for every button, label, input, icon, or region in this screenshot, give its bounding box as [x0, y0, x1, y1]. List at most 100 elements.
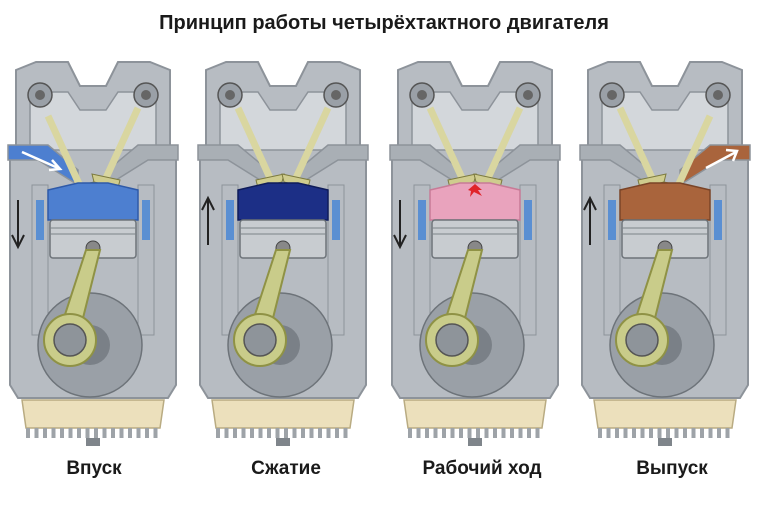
sump-fin — [433, 428, 438, 438]
exhaust-valve-stem — [674, 114, 714, 188]
camshaft-hub — [713, 90, 723, 100]
flow-arrowhead-icon — [48, 159, 63, 172]
drain-plug — [468, 438, 482, 446]
crank-pin — [243, 323, 277, 357]
sump-fin — [476, 428, 480, 438]
sump-fin — [233, 428, 237, 438]
oil-sump — [403, 399, 547, 429]
sump-fin — [68, 428, 73, 438]
drain-plug — [658, 438, 672, 446]
sump-fin — [26, 428, 30, 438]
camshaft-hub — [417, 90, 427, 100]
oil-sump — [21, 399, 165, 429]
exhaust-valve-stem — [484, 106, 524, 180]
sump-fin — [535, 428, 540, 438]
camshaft-hub — [523, 90, 533, 100]
coolant-jacket-left — [226, 200, 234, 240]
sump-fin — [343, 428, 348, 438]
sump-fin — [717, 428, 721, 438]
spark-icon — [468, 184, 482, 197]
sump-fin — [43, 428, 47, 438]
sump-fin — [416, 428, 421, 438]
engine-compression — [197, 61, 369, 446]
crank-pin — [53, 323, 87, 357]
combustion-gas — [619, 182, 711, 221]
sump-fin — [442, 428, 446, 438]
arrow-up-icon — [583, 195, 597, 211]
sump-fin — [691, 428, 696, 438]
sump-fin — [657, 428, 662, 438]
sump-fin — [527, 428, 531, 438]
camshaft-hub — [141, 90, 151, 100]
sump-fin — [493, 428, 497, 438]
drain-plug — [276, 438, 290, 446]
exhaust-valve-stem — [102, 106, 142, 180]
sump-fin — [501, 428, 506, 438]
flow-arrow-icon — [21, 150, 59, 170]
sump-fin — [708, 428, 713, 438]
sump-fin — [484, 428, 489, 438]
engine-intake — [7, 61, 179, 446]
camshaft-hub — [607, 90, 617, 100]
sump-fin — [284, 428, 288, 438]
sump-fin — [326, 428, 331, 438]
sump-fin — [632, 428, 636, 438]
sump-fin — [674, 428, 679, 438]
arrow-down-icon — [393, 234, 407, 250]
sump-fin — [94, 428, 98, 438]
arrow-down-icon — [11, 234, 25, 250]
sump-fin — [136, 428, 141, 438]
sump-fin — [111, 428, 115, 438]
sump-fin — [301, 428, 305, 438]
sump-fin — [640, 428, 645, 438]
crank-pin — [625, 323, 659, 357]
sump-fin — [467, 428, 472, 438]
sump-fin — [683, 428, 687, 438]
intake-valve-stem — [616, 106, 656, 180]
stroke-label-power: Рабочий ход — [422, 458, 542, 479]
sump-fin — [450, 428, 455, 438]
coolant-jacket-left — [608, 200, 616, 240]
sump-fin — [128, 428, 132, 438]
sump-fin — [459, 428, 463, 438]
sump-fin — [615, 428, 619, 438]
intake-valve-stem — [234, 106, 274, 180]
oil-sump — [593, 399, 737, 429]
arrow-up-icon — [201, 195, 215, 211]
sump-fin — [408, 428, 412, 438]
sump-fin — [34, 428, 39, 438]
sump-fin — [623, 428, 628, 438]
drain-plug — [86, 438, 100, 446]
sump-fin — [258, 428, 263, 438]
stroke-label-intake: Впуск — [66, 458, 122, 479]
crank-pin — [435, 323, 469, 357]
combustion-gas — [47, 182, 139, 221]
oil-sump — [211, 399, 355, 429]
stroke-label-compression: Сжатие — [251, 458, 321, 479]
sump-fin — [725, 428, 730, 438]
sump-fin — [224, 428, 229, 438]
sump-fin — [275, 428, 280, 438]
sump-fin — [318, 428, 322, 438]
sump-fin — [77, 428, 81, 438]
sump-fin — [267, 428, 271, 438]
coolant-jacket-left — [36, 200, 44, 240]
sump-fin — [250, 428, 254, 438]
exhaust-valve-stem — [292, 106, 332, 180]
sump-fin — [700, 428, 704, 438]
sump-fin — [666, 428, 670, 438]
sump-fin — [649, 428, 653, 438]
sump-fin — [51, 428, 56, 438]
sump-fin — [335, 428, 339, 438]
combustion-gas — [237, 182, 329, 221]
sump-fin — [606, 428, 611, 438]
flow-arrowhead-icon — [725, 148, 739, 162]
sump-fin — [60, 428, 64, 438]
sump-fin — [153, 428, 158, 438]
sump-fin — [309, 428, 314, 438]
sump-fin — [145, 428, 149, 438]
sump-fin — [119, 428, 124, 438]
camshaft-hub — [225, 90, 235, 100]
